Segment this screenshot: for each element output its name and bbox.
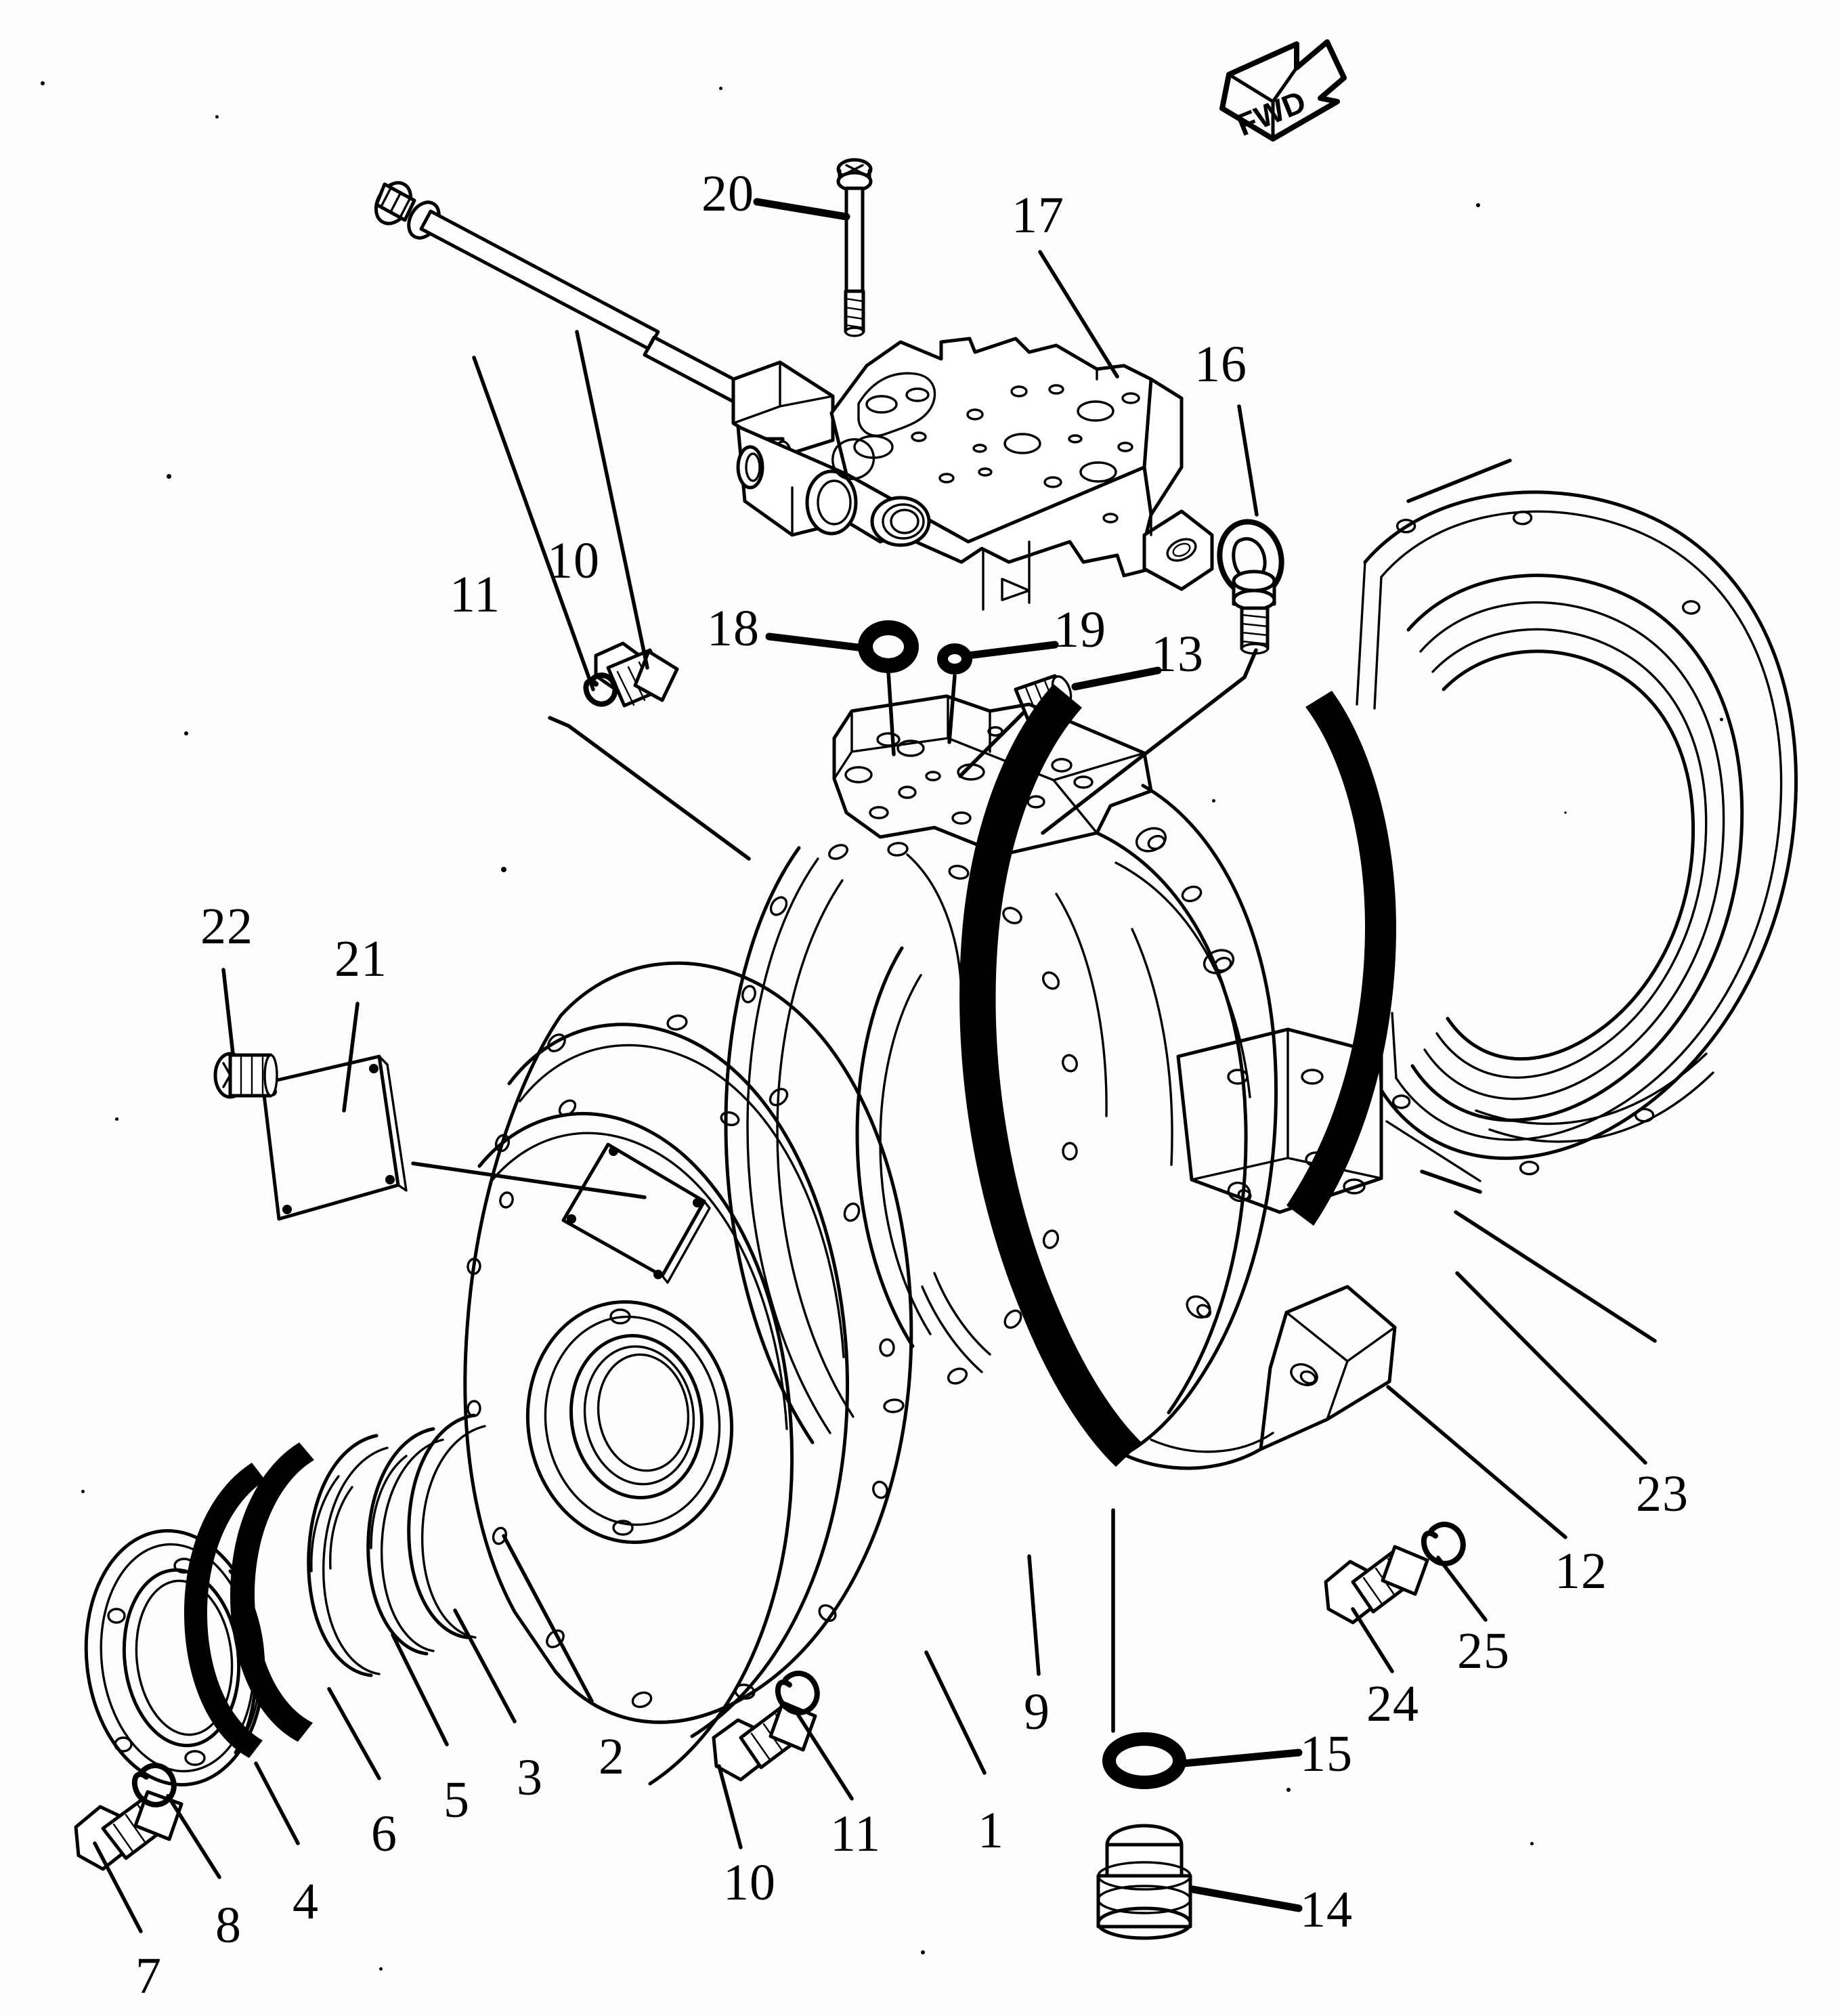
part-19-o-ring-small (937, 643, 972, 674)
callout-10-lower: 10 (723, 1854, 776, 1911)
callout-3: 3 (517, 1749, 543, 1806)
scan-speck (167, 474, 171, 479)
scan-speck (719, 87, 722, 90)
callout-14: 14 (1300, 1881, 1353, 1938)
dipstick-rod (374, 181, 775, 411)
callout-17: 17 (1012, 187, 1064, 244)
part-9-gasket-arc (959, 684, 1142, 1467)
part-24-bolt (1324, 1545, 1429, 1625)
part-14-drain-plug (1096, 1824, 1192, 1940)
scan-speck (921, 1950, 925, 1954)
callout-16: 16 (1194, 336, 1247, 393)
callout-11-upper: 11 (450, 566, 501, 623)
callout-13: 13 (1151, 626, 1204, 683)
part-17-control-valve (731, 337, 1214, 611)
scan-speck (184, 731, 188, 735)
part-22-screw (213, 1052, 278, 1099)
callout-11-lower: 11 (830, 1805, 882, 1862)
part-21-cover-plate (261, 1054, 408, 1221)
callout-8: 8 (215, 1897, 242, 1954)
callout-20: 20 (701, 165, 754, 222)
part-25-lock-washer (1421, 1522, 1466, 1566)
scan-speck (1286, 1788, 1291, 1792)
callout-7: 7 (135, 1948, 162, 2004)
callout-21: 21 (334, 930, 387, 987)
scan-speck (379, 1967, 383, 1971)
callout-5: 5 (443, 1772, 470, 1828)
callout-4: 4 (293, 1873, 319, 1930)
callout-24: 24 (1366, 1675, 1419, 1732)
leader-lines (93, 198, 1657, 1933)
scan-speck (1476, 203, 1480, 207)
part-11-lock-washer-lower (775, 1671, 820, 1715)
main-housing-body (724, 694, 1397, 1470)
scan-speck (1720, 718, 1723, 721)
callout-19: 19 (1054, 601, 1106, 658)
part-16-eye-bolt (1217, 519, 1284, 655)
scan-speck (501, 867, 506, 872)
scan-speck (215, 115, 219, 119)
scan-speck (115, 1117, 118, 1121)
part-8-lock-washer (132, 1763, 177, 1807)
scan-speck (41, 81, 45, 85)
callout-15: 15 (1300, 1725, 1353, 1782)
part-11-lock-washer-upper (583, 672, 618, 707)
callout-23: 23 (1636, 1465, 1689, 1522)
fwd-arrow-icon (1219, 39, 1347, 142)
part-4-seal-cover-flange (84, 1529, 265, 1786)
callout-22: 22 (200, 898, 253, 955)
scan-speck (1212, 799, 1215, 802)
callout-1: 1 (978, 1802, 1004, 1859)
part-20-long-bolt (836, 158, 873, 337)
callout-12: 12 (1555, 1543, 1607, 1600)
part-15-plug-o-ring (1102, 1732, 1186, 1789)
scan-speck (81, 1490, 85, 1493)
part-7-bolt (74, 1790, 183, 1871)
part-1-front-housing (463, 961, 913, 1786)
seal-stack (184, 1413, 486, 1758)
rear-housing-ring (1356, 490, 1798, 1182)
scan-speck (1530, 1842, 1534, 1845)
part-23-seal-ring-rear (1286, 691, 1396, 1226)
callout-18: 18 (707, 600, 760, 657)
callout-25: 25 (1457, 1623, 1510, 1679)
callout-2: 2 (599, 1728, 625, 1785)
callout-10-upper: 10 (547, 532, 600, 589)
callout-9: 9 (1024, 1683, 1050, 1740)
callout-6: 6 (371, 1805, 397, 1862)
